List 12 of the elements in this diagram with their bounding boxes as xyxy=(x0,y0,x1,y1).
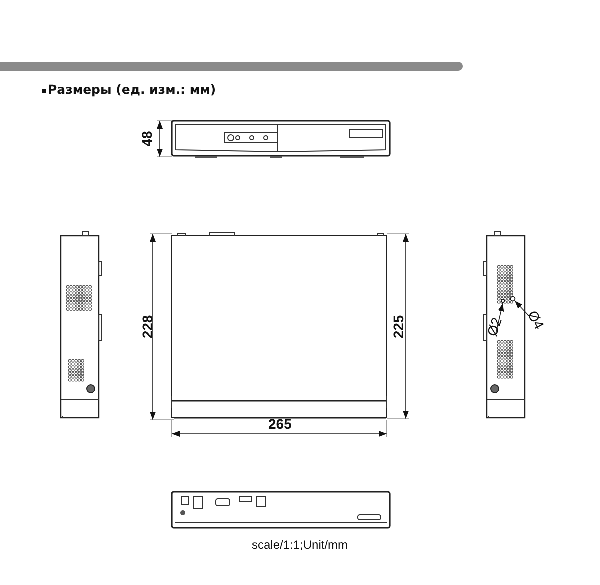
leader-line xyxy=(514,300,530,318)
dimension-label: 228 xyxy=(139,315,156,339)
diameter-label: Ø2 xyxy=(483,316,504,338)
leader-line xyxy=(496,303,504,334)
dimension-label: 225 xyxy=(390,315,406,339)
dimension-label: 265 xyxy=(268,416,292,432)
caption: scale/1:1;Unit/mm xyxy=(252,538,348,552)
vent-hole xyxy=(500,298,506,304)
vent-hole xyxy=(510,296,516,302)
diameter-label: Ø4 xyxy=(524,308,548,332)
section-heading: Размеры (ед. изм.: мм) xyxy=(48,82,216,97)
dimension-label: 48 xyxy=(138,131,155,147)
